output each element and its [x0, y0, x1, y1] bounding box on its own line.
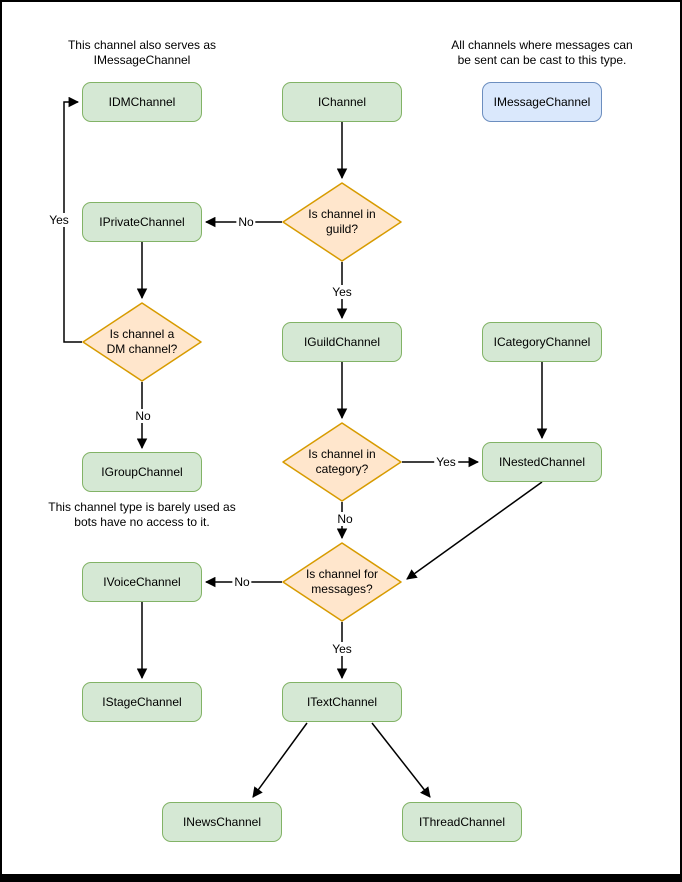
node-icategorychannel: ICategoryChannel	[482, 322, 602, 362]
node-label: IGroupChannel	[101, 464, 183, 479]
edge-label-messages-yes-to-itextchannel: Yes	[330, 642, 354, 656]
edge-label-dm-no-to-igroupchannel: No	[133, 409, 153, 423]
edge-label-category-yes-to-inestedchannel: Yes	[434, 455, 458, 469]
node-ichannel: IChannel	[282, 82, 402, 122]
diamond-shape-icon	[282, 182, 402, 262]
node-ithreadchannel: IThreadChannel	[402, 802, 522, 842]
node-label: IPrivateChannel	[99, 214, 185, 229]
node-idmchannel: IDMChannel	[82, 82, 202, 122]
node-label: INewsChannel	[182, 814, 262, 829]
node-imessagechannel: IMessageChannel	[482, 82, 602, 122]
annotation-imessagechannel-note: All channels where messages can be sent …	[451, 38, 633, 67]
edge-inestedchannel-to-messages-decision	[406, 481, 543, 580]
node-label: IVoiceChannel	[103, 574, 181, 589]
annotation-idmchannel-note: This channel also serves as IMessageChan…	[67, 38, 217, 67]
edge-label-messages-no-to-ivoicechannel: No	[232, 575, 252, 589]
node-label: IDMChannel	[108, 94, 176, 109]
node-label: IChannel	[317, 94, 367, 109]
edge-label-guild-no-to-iprivatechannel: No	[236, 215, 256, 229]
node-inewschannel: INewsChannel	[162, 802, 282, 842]
node-inestedchannel: INestedChannel	[482, 442, 602, 482]
diamond-shape-icon	[282, 542, 402, 622]
edge-itextchannel-to-ithreadchannel	[371, 722, 431, 798]
decision-decision-in-guild: Is channel in guild?	[282, 182, 402, 262]
node-istagechannel: IStageChannel	[82, 682, 202, 722]
diamond-shape-icon	[282, 422, 402, 502]
node-label: IMessageChannel	[493, 94, 591, 109]
node-label: ITextChannel	[306, 694, 378, 709]
annotation-igroupchannel-note: This channel type is barely used as bots…	[48, 500, 236, 529]
node-ivoicechannel: IVoiceChannel	[82, 562, 202, 602]
node-label: INestedChannel	[498, 454, 586, 469]
node-label: IThreadChannel	[418, 814, 506, 829]
decision-decision-in-category: Is channel in category?	[282, 422, 402, 502]
node-itextchannel: ITextChannel	[282, 682, 402, 722]
edge-itextchannel-to-inewschannel	[252, 722, 308, 798]
decision-decision-for-messages: Is channel for messages?	[282, 542, 402, 622]
node-label: IGuildChannel	[303, 334, 381, 349]
decision-decision-is-dm: Is channel a DM channel?	[82, 302, 202, 382]
node-label: IStageChannel	[102, 694, 182, 709]
edge-label-category-no-to-messages-decision: No	[335, 512, 355, 526]
node-label: ICategoryChannel	[493, 334, 591, 349]
diamond-shape-icon	[82, 302, 202, 382]
edge-label-guild-yes-to-iguildchannel: Yes	[330, 285, 354, 299]
edge-label-dm-yes-to-idmchannel: Yes	[47, 213, 71, 227]
node-iprivatechannel: IPrivateChannel	[82, 202, 202, 242]
node-iguildchannel: IGuildChannel	[282, 322, 402, 362]
node-igroupchannel: IGroupChannel	[82, 452, 202, 492]
